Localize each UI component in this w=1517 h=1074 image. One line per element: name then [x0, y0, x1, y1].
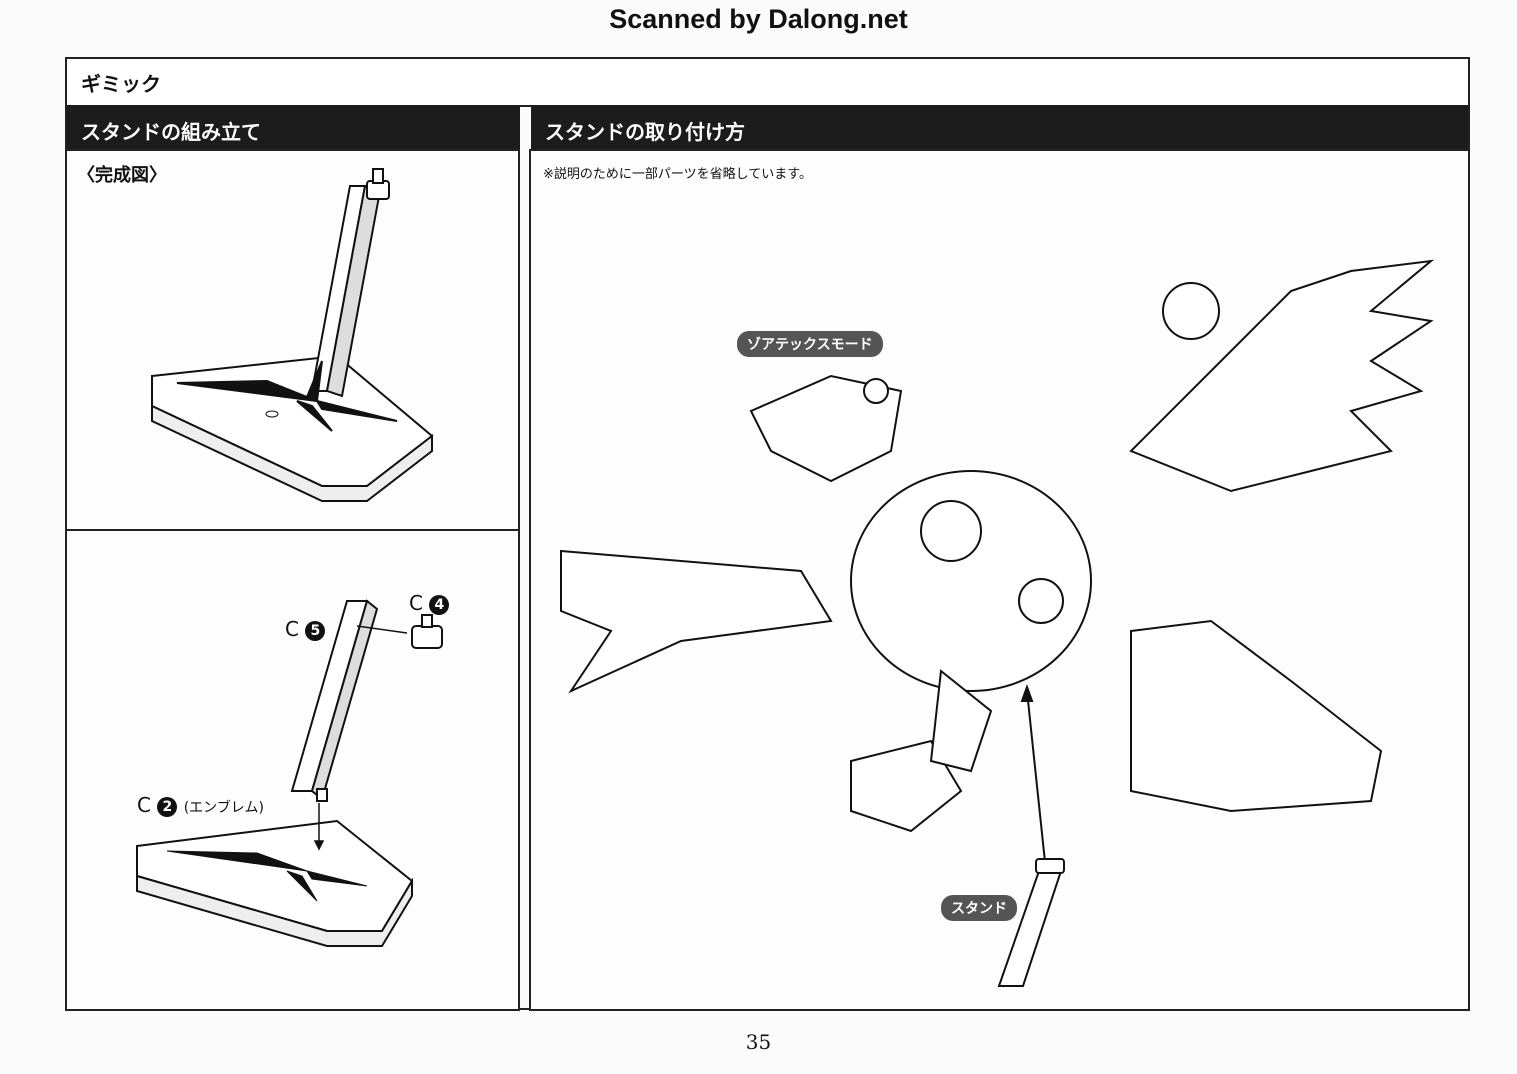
- omission-note: ※説明のために一部パーツを省略しています。: [543, 167, 812, 182]
- part-c2-label: C 2 (エンブレム): [137, 793, 264, 817]
- zoatex-mode-label: ゾアテックスモード: [737, 331, 883, 357]
- stand-assembly-illustration: [136, 599, 443, 947]
- part-c2-number: 2: [157, 796, 178, 817]
- left-panel-title: スタンドの組み立て: [81, 120, 261, 144]
- page-number: 35: [745, 1030, 772, 1054]
- section-title: ギミック: [81, 72, 161, 96]
- stand-label: スタンド: [941, 895, 1017, 921]
- right-panel-title: スタンドの取り付け方: [545, 120, 745, 144]
- assembly-panel: C 5 C 4 C 2 (エンブレム): [65, 529, 520, 1011]
- part-c2-letter: C: [137, 793, 151, 817]
- stand-attachment-panel: ※説明のために一部パーツを省略しています。: [529, 149, 1470, 1011]
- completed-stand-illustration: [151, 168, 434, 502]
- part-c4-letter: C: [409, 591, 423, 615]
- right-panel-header: スタンドの取り付け方: [531, 105, 1468, 151]
- part-c5-number: 5: [305, 620, 326, 641]
- part-c4-number: 4: [429, 594, 450, 615]
- completed-view-label: 〈完成図〉: [77, 165, 167, 186]
- part-c5-letter: C: [285, 617, 299, 641]
- part-c2-name: (エンブレム): [183, 800, 264, 816]
- part-c4-label: C 4: [409, 591, 450, 615]
- zoid-mech-illustration: [560, 259, 1435, 987]
- part-c5-label: C 5: [285, 617, 326, 641]
- section-title-bar: ギミック: [67, 59, 1468, 107]
- instruction-frame: ギミック スタンドの組み立て スタンドの取り付け方: [65, 57, 1470, 1010]
- scan-watermark-header: Scanned by Dalong.net: [609, 4, 908, 34]
- completed-view-panel: 〈完成図〉: [65, 149, 520, 531]
- left-panel-header: スタンドの組み立て: [67, 105, 520, 151]
